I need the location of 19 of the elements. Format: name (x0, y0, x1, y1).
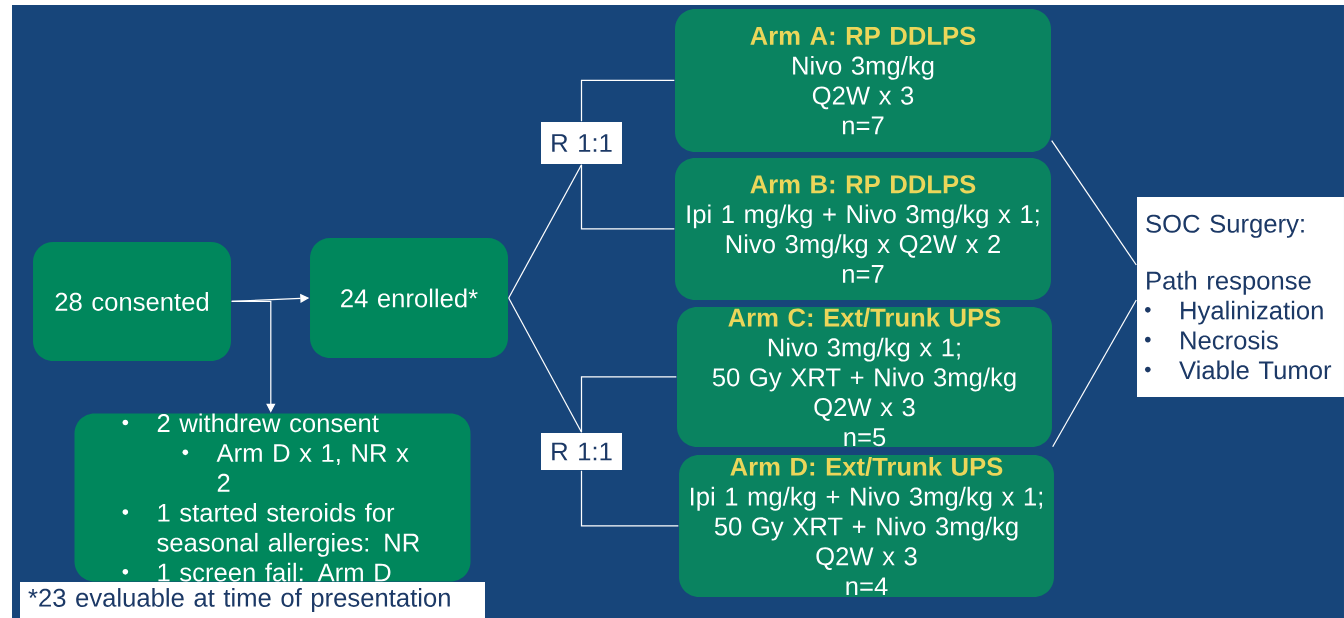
process-box: 28 consented (33, 242, 231, 361)
connector-line (508, 164, 583, 299)
connector-line (580, 164, 675, 230)
process-box: 24 enrolled* (310, 238, 508, 358)
process-box: 2 withdrew consent Arm D x 1, NR x 2 1 started steroids for seasonal allergies: NR 1 screen fail: Arm D (74, 413, 471, 582)
connector-line (1052, 299, 1137, 448)
process-box: Arm D: Ext/Trunk UPS Ipi 1 mg/kg + Nivo 3mg/kg x 1; 50 Gy XRT + Nivo 3mg/kg Q2W x 3 n=4 (679, 455, 1054, 597)
process-box: Arm B: RP DDLPS Ipi 1 mg/kg + Nivo 3mg/kg x 1; Nivo 3mg/kg x Q2W x 2 n=7 (675, 158, 1051, 300)
connector-line (508, 297, 583, 433)
process-box: Arm C: Ext/Trunk UPS Nivo 3mg/kg x 1; 50 Gy XRT + Nivo 3mg/kg Q2W x 3 n=5 (677, 307, 1052, 447)
connector-line (580, 79, 675, 122)
randomization-box: R 1:1 (541, 433, 622, 470)
connector-line (580, 376, 677, 433)
randomization-box: R 1:1 (541, 122, 622, 164)
process-box: Arm A: RP DDLPS Nivo 3mg/kg Q2W x 3 n=7 (675, 9, 1051, 152)
note-box: SOC Surgery: Path response Hyalinization Necrosis Viable Tumor (1137, 197, 1344, 397)
footnote-box: *23 evaluable at time of presentation (20, 582, 485, 618)
connector-line (1051, 140, 1137, 266)
connector-line (580, 470, 679, 527)
